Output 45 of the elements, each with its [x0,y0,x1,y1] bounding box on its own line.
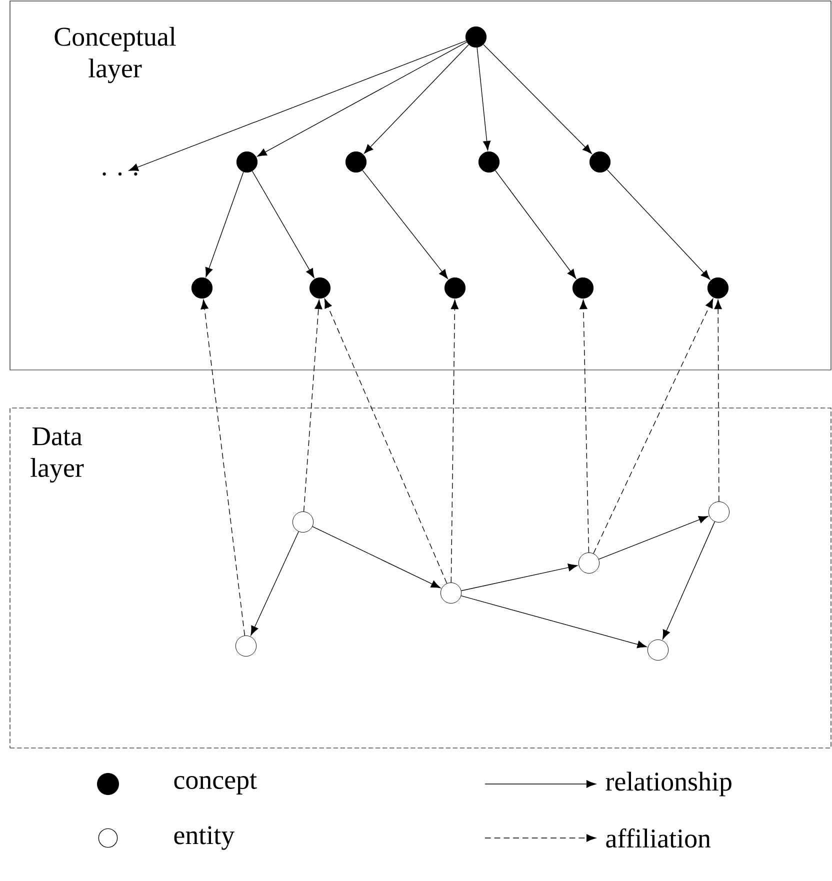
arrow [476,47,491,150]
concept-dot [478,151,500,173]
dashed-arrow [324,298,448,584]
dashed-arrow [593,298,714,554]
arrow [494,170,576,279]
arrow [257,42,468,157]
concept-dot [589,151,611,173]
concept-dot [465,26,487,48]
concept-dot [236,151,258,173]
entity-circle [578,552,600,574]
arrow [250,531,299,636]
entity-circle [708,501,730,523]
dashed-arrow [303,300,322,512]
concept-dot [707,277,729,299]
arrow [128,40,466,171]
concept-dot [572,277,594,299]
dashed-arrow [200,300,246,636]
arrow [598,516,708,560]
arrow [460,564,578,592]
ellipsis: . . . [102,172,138,176]
layer-box: Data layer [10,408,832,748]
entity-circle [647,639,669,661]
arrow [205,172,244,278]
arrow [312,526,441,588]
entity-circle [235,635,257,657]
arrow [362,170,448,279]
arrow [662,521,716,640]
arrow [606,169,710,280]
entity-circle [440,582,462,604]
arrow [252,170,314,278]
legend-label: affiliation [606,828,711,848]
dashed-arrow [714,300,722,502]
dashed-arrow [580,300,590,553]
concept-dot [444,277,466,299]
legend-label: relationship [606,772,732,796]
concept-dot [191,277,213,299]
arrow [460,595,647,648]
concept-dot [345,151,367,173]
concept-dot [309,277,331,299]
entity-circle [292,511,314,533]
dashed-arrow [450,300,459,583]
legend-label: concept [174,774,257,794]
legend-label: entity [174,826,235,850]
arrow [364,44,470,154]
arrow [483,44,592,154]
